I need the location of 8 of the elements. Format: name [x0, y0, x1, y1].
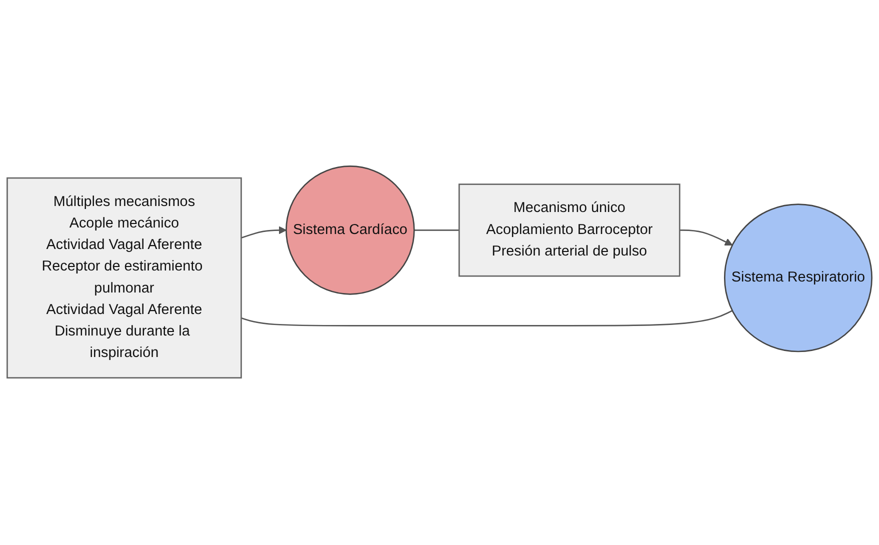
- node-circle: Sistema Respiratorio: [724, 204, 872, 353]
- arrow: [680, 230, 733, 246]
- connector: [240, 310, 733, 327]
- node-circle: Sistema Cardíaco: [286, 166, 415, 296]
- arrow: [240, 226, 287, 239]
- connector: [414, 230, 460, 232]
- node-box: Múltiples mecanismos Acople mecánico Actividad Vagal Aferente Receptor de estiramiento pulmonar Actividad Vagal Aferente Disminuye durante la inspiración: [6, 178, 242, 379]
- node-box: Mecanismo único Acoplamiento Barroceptor Presión arterial de pulso: [458, 184, 680, 278]
